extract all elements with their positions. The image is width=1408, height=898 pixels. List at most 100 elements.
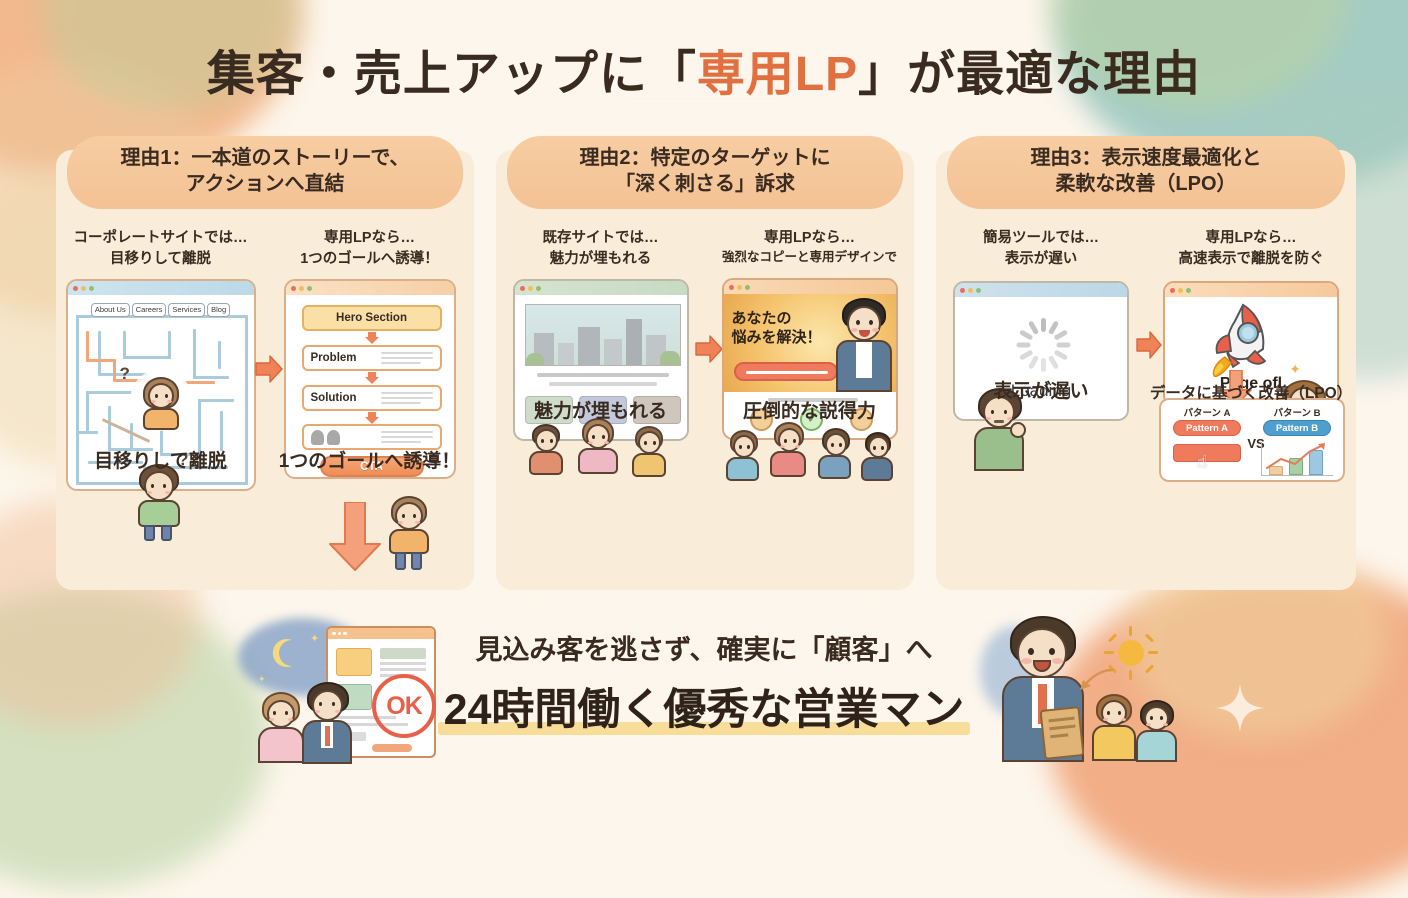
window-minimize-dot — [1178, 287, 1183, 293]
browser-titlebar — [955, 283, 1127, 298]
ok-stamp: OK — [372, 674, 436, 738]
happy-businessman — [296, 682, 360, 764]
pattern-b-button[interactable]: Pattern B — [1263, 420, 1331, 436]
goal-down-arrow — [328, 501, 382, 577]
window-close-dot — [72, 285, 78, 291]
footer-subtitle: 見込み客を逃さず、確実に「顧客」へ — [475, 635, 933, 665]
flow-step-testimonials[interactable] — [301, 424, 442, 451]
person-woman — [572, 418, 626, 490]
footer-right-illustration — [980, 608, 1270, 768]
pattern-a-label: パターン A — [1183, 408, 1231, 419]
hero-text-line-1 — [536, 373, 669, 378]
window-maximize-dot — [976, 287, 981, 293]
panel-1-heading: 理由1：一本道のストーリーで、 アクションへ直結 — [67, 136, 463, 209]
panel-2-heading: 理由2：特定のターゲットに 「深く刺さる」訴求 — [507, 136, 903, 209]
reason-panel-2: 理由2：特定のターゲットに 「深く刺さる」訴求 既存サイトでは… 魅力が埋もれる — [496, 136, 914, 590]
window-minimize-dot — [298, 285, 304, 291]
card-block-3[interactable] — [632, 396, 681, 425]
lp-hero-banner: あなたの 悩みを解決！ — [723, 294, 896, 393]
browser-titlebar — [1165, 283, 1337, 298]
lp-cta-bar[interactable] — [733, 362, 838, 382]
question-mark-icon-1: ? — [119, 364, 130, 384]
hero-text-line-2 — [548, 382, 657, 387]
curved-arrow-icon — [1078, 668, 1114, 699]
panel-3-left-label-line2: 表示が遅い — [1004, 250, 1078, 267]
lp-headline-line2: 悩みを解決！ — [731, 329, 822, 347]
pattern-b-label: パターン B — [1273, 408, 1321, 419]
nav-item-services[interactable]: Services — [168, 302, 206, 317]
persuasive-lp-window: あなたの 悩みを解決！ — [721, 278, 898, 441]
reason-panel-1: 理由1：一本道のストーリーで、 アクションへ直結 コーポレートサイトでは… 目移… — [56, 136, 474, 590]
avatar-icon-right — [849, 408, 873, 432]
frustrated-person — [966, 388, 1040, 474]
head — [395, 502, 423, 530]
footer-headline: 24時間働く優秀な営業マン — [437, 675, 971, 737]
person-girl — [626, 426, 676, 490]
panel-1-right-column: 専用LPなら… 1つのゴールへ誘導！ Hero Section Problem — [265, 228, 474, 571]
body — [389, 529, 429, 554]
window-close-dot — [728, 284, 734, 290]
panel-2-heading-line2: 「深く刺さる」訴求 — [615, 173, 795, 196]
lp-headline-line1: あなたの — [731, 310, 792, 328]
panel-2-right-column: 専用LPなら… 強烈なコピーと専用デザインで あなたの 悩みを解決！ — [705, 228, 914, 481]
nav-item-about-us[interactable]: About Us — [90, 302, 130, 317]
flow-arrow-1 — [364, 332, 380, 350]
cityscape-hero-image — [524, 304, 681, 367]
flow-step-solution[interactable]: Solution — [301, 385, 442, 412]
title-after: 」が最適な理由 — [858, 48, 1202, 101]
flow-step-hero-section[interactable]: Hero Section — [301, 305, 442, 332]
star-icon-1: ✦ — [310, 633, 320, 645]
rocket-icon — [1203, 301, 1281, 382]
title-accent: 専用LP — [696, 48, 859, 101]
panel-2-right-label-line1: 専用LPなら… — [763, 230, 856, 246]
nav-item-blog[interactable]: Blog — [207, 302, 231, 317]
panel-3-left-column: 簡易ツールでは… 表示が遅い — [936, 228, 1146, 471]
text-lines — [380, 392, 433, 405]
window-minimize-dot — [80, 285, 86, 291]
window-close-dot — [290, 285, 296, 291]
panel-2-transition-arrow — [695, 334, 723, 364]
panel-2-heading-line1: 理由2：特定のターゲットに — [579, 147, 831, 169]
body — [142, 408, 179, 431]
panel-2-right-bottom-caption: 圧倒的な説得力 — [742, 401, 876, 423]
panel-3-transition-arrow — [1136, 330, 1162, 360]
text-lines — [380, 431, 433, 444]
customer-man — [1132, 700, 1184, 762]
flow-arrow-3 — [364, 412, 380, 430]
avatar-icon-2 — [326, 429, 340, 445]
happy-woman — [252, 692, 312, 764]
flow-step-cta[interactable]: CTA — [319, 456, 424, 478]
salesman — [994, 616, 1098, 764]
maze-graphic — [68, 311, 254, 489]
window-minimize-dot — [968, 287, 973, 293]
star-icon-2: ✦ — [258, 674, 266, 684]
panel-2-left-column: 既存サイトでは… 魅力が埋もれる — [496, 228, 705, 477]
nav-item-careers[interactable]: Careers — [131, 302, 167, 317]
panel-3-heading-line1: 理由3：表示速度最適化と — [1030, 147, 1262, 169]
person-1 — [721, 430, 769, 492]
pattern-a-cta-button[interactable] — [1173, 444, 1241, 462]
footer-headline-text: 24時間働く優秀な営業マン — [443, 686, 965, 734]
lp-headline: あなたの 悩みを解決！ — [732, 310, 822, 348]
panel-3-left-label-line1: 簡易ツールでは… — [983, 230, 1099, 246]
testimonial-line — [767, 398, 858, 403]
panel-3-right-label-line2: 高速表示で離脱を防ぐ — [1178, 250, 1324, 267]
reason-panel-3: 理由3：表示速度最適化と 柔軟な改善（LPO） 簡易ツールでは… 表示が遅い — [936, 136, 1356, 590]
card-block-1[interactable] — [524, 396, 573, 425]
panel-3-heading: 理由3：表示速度最適化と 柔軟な改善（LPO） — [947, 136, 1345, 209]
footer-left-illustration: ✦ ✦ ✦ — [228, 618, 448, 766]
confused-boy — [128, 464, 194, 541]
window-maximize-dot — [1186, 287, 1191, 293]
panel-1-left-bottom-caption: 目移りして離脱 — [94, 451, 227, 473]
window-maximize-dot — [88, 285, 94, 291]
pattern-a-button[interactable]: Pattern A — [1173, 420, 1241, 436]
window-minimize-dot — [736, 284, 742, 290]
question-mark-icon-2: ? — [178, 450, 189, 469]
browser-titlebar — [67, 281, 254, 296]
panel-2-right-label-line2: 強烈なコピーと専用デザインで — [721, 249, 897, 264]
window-maximize-dot — [306, 285, 312, 291]
panel-1-right-label-line2: 1つのゴールへ誘導！ — [300, 250, 439, 267]
flow-step-solution-label: Solution — [310, 392, 357, 405]
flow-step-problem[interactable]: Problem — [301, 345, 442, 372]
